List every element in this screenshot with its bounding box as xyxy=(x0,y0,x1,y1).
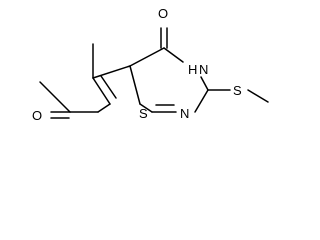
bond-c4a-c7a xyxy=(129,65,141,105)
nitrogen-ring-bottom-label: N xyxy=(180,106,189,121)
bond-n1-c2 xyxy=(194,89,209,113)
bond-c5-c4a xyxy=(92,65,131,79)
hydrogen-on-nitrogen-label: H xyxy=(188,62,197,77)
bond-c6-c5 xyxy=(92,77,111,105)
bond-c6-c5-inner xyxy=(100,75,117,99)
bond-s-methyl xyxy=(247,89,269,103)
oxygen-acetyl-label: O xyxy=(32,108,42,123)
chemical-structure: O O H N N S S xyxy=(32,6,269,123)
bond-n3-c4 xyxy=(163,47,184,63)
bond-acetyl-methyl xyxy=(39,81,71,113)
sulfur-ring-label: S xyxy=(139,106,148,121)
bond-s-c6 xyxy=(97,103,111,113)
bond-c4-c4a xyxy=(129,47,165,67)
sulfur-methylthio-label: S xyxy=(233,83,242,98)
nitrogen-ring-top-label: N xyxy=(199,62,208,77)
bond-c2-n3 xyxy=(200,76,209,91)
bond-s-c7a xyxy=(139,103,153,113)
oxygen-ketone-label: O xyxy=(158,6,168,21)
